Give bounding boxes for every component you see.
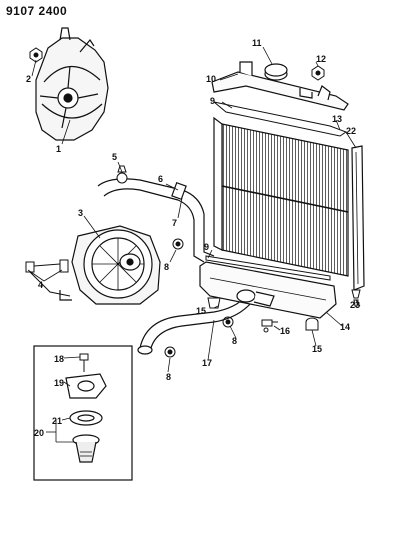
nut-part-12 bbox=[311, 65, 325, 81]
callout-13: 13 bbox=[332, 114, 342, 124]
gasket-part-21 bbox=[69, 410, 103, 426]
radiator-lower-tank-part-14 bbox=[199, 261, 337, 319]
callout-19: 19 bbox=[54, 378, 64, 388]
callout-11: 11 bbox=[252, 38, 262, 48]
upper-fan-shroud bbox=[35, 27, 109, 141]
callout-7: 7 bbox=[172, 218, 177, 228]
callout-15-left: 15 bbox=[196, 306, 206, 316]
upper-hose-part-6 bbox=[97, 178, 215, 263]
radiator-cap-part-11 bbox=[264, 63, 288, 81]
clamp-part-8-upper bbox=[172, 238, 184, 250]
lower-fan-shroud bbox=[59, 225, 161, 305]
callout-9-upper: 9 bbox=[210, 96, 215, 106]
callout-8-middle: 8 bbox=[232, 336, 237, 346]
bracket-part-4 bbox=[25, 259, 71, 297]
callout-22: 22 bbox=[346, 126, 356, 136]
gasket-part-9-upper bbox=[213, 101, 348, 137]
callout-4: 4 bbox=[38, 280, 43, 290]
nut-part-2 bbox=[29, 47, 43, 63]
callout-8-lower: 8 bbox=[166, 372, 171, 382]
callout-6: 6 bbox=[158, 174, 163, 184]
callout-12: 12 bbox=[316, 54, 326, 64]
callout-20: 20 bbox=[34, 428, 44, 438]
clamp-part-5 bbox=[116, 165, 128, 184]
clip-part-23 bbox=[351, 289, 361, 307]
side-seal-part-22 bbox=[351, 145, 365, 291]
callout-21: 21 bbox=[52, 416, 62, 426]
clamp-part-8-lower bbox=[164, 346, 176, 358]
callout-1: 1 bbox=[56, 144, 61, 154]
gasket-part-9-lower bbox=[205, 255, 331, 281]
callout-17: 17 bbox=[202, 358, 212, 368]
thermostat-part-20 bbox=[72, 434, 100, 463]
callout-5: 5 bbox=[112, 152, 117, 162]
callout-10: 10 bbox=[206, 74, 216, 84]
plug-part-15-left bbox=[207, 297, 221, 309]
callout-15-right: 15 bbox=[312, 344, 322, 354]
plug-part-15-right bbox=[305, 317, 319, 331]
callout-8-upper: 8 bbox=[164, 262, 169, 272]
diagram-part-code: 9107 2400 bbox=[6, 4, 68, 18]
callout-23: 23 bbox=[350, 300, 360, 310]
radiator-core-part-13 bbox=[213, 116, 349, 277]
callout-9-lower: 9 bbox=[204, 242, 209, 252]
radiator-upper-tank-part-10 bbox=[211, 61, 349, 111]
lower-hose-part-17 bbox=[137, 295, 253, 355]
callout-14: 14 bbox=[340, 322, 350, 332]
callout-16: 16 bbox=[280, 326, 290, 336]
callout-18: 18 bbox=[54, 354, 64, 364]
leader-lines bbox=[27, 46, 361, 443]
thermostat-housing-part-19 bbox=[65, 373, 107, 399]
drain-cock-part-16 bbox=[261, 319, 278, 333]
callout-3: 3 bbox=[78, 208, 83, 218]
callout-2: 2 bbox=[26, 74, 31, 84]
